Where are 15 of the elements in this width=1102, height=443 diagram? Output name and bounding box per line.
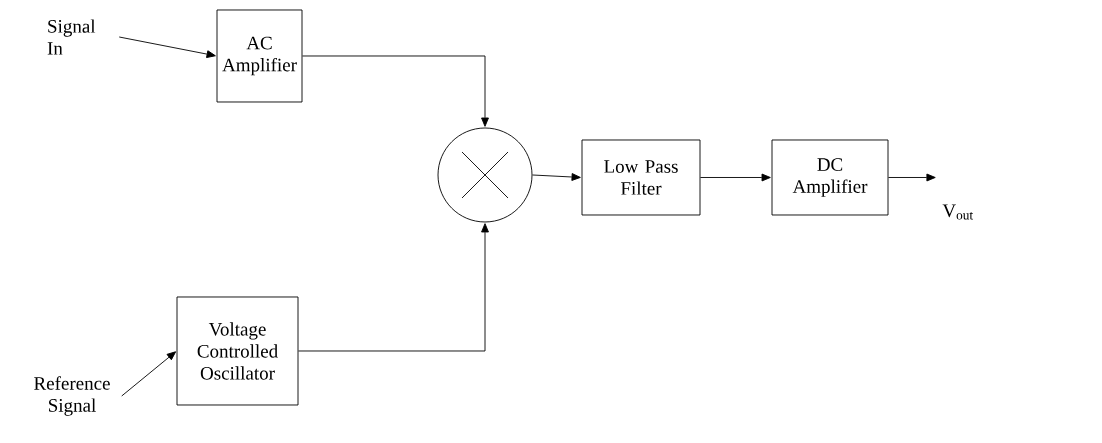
arrow	[888, 173, 936, 182]
arrow	[118, 36, 216, 58]
arrow	[121, 351, 177, 397]
arrow	[302, 55, 489, 127]
block-box: Low Pass Filter	[581, 139, 701, 216]
arrow	[700, 173, 771, 182]
block-box: Voltage Controlled Oscillator	[176, 296, 299, 406]
arrow	[532, 173, 581, 181]
input-label: Signal In	[47, 19, 96, 55]
input-label: Reference Signal	[34, 376, 110, 416]
output-label: V$_{out}$	[942, 204, 974, 220]
arrow	[298, 223, 489, 352]
block-box: DC Amplifier	[771, 139, 889, 216]
mixer-symbol	[437, 127, 533, 223]
block-box: AC Amplifier	[216, 9, 303, 103]
